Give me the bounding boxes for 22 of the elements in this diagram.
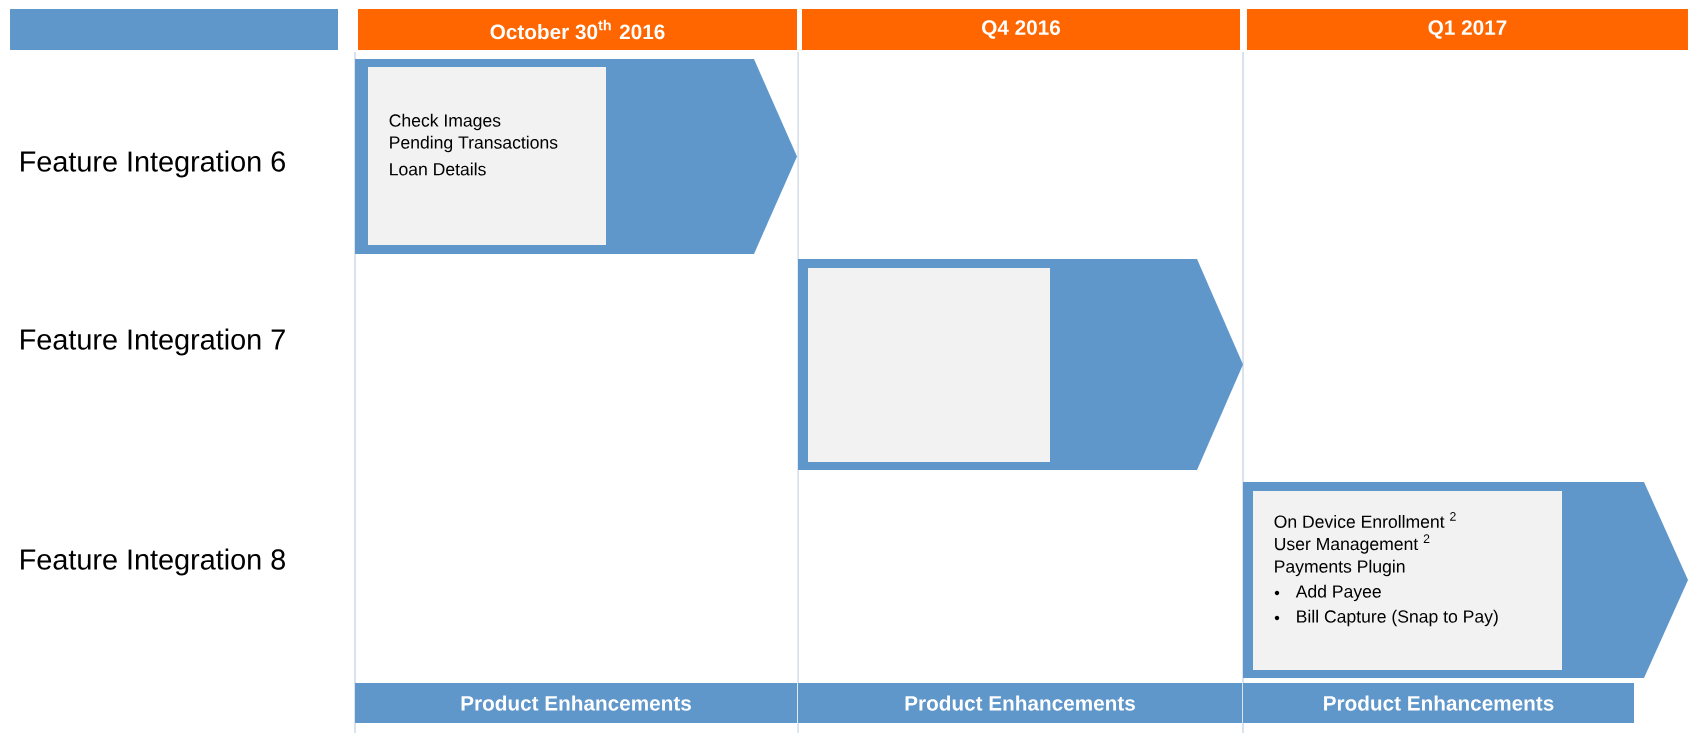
category-bar: Product Enhancements bbox=[1243, 683, 1634, 723]
list-item: Add Payee bbox=[1295, 584, 1381, 602]
list-item: User Management $^{2}$ bbox=[1275, 534, 1430, 554]
row-label: Feature Integration 7 bbox=[21, 328, 285, 356]
text-box bbox=[808, 268, 1050, 462]
blank-bar bbox=[10, 9, 338, 50]
category-bar: Product Enhancements bbox=[355, 683, 797, 723]
list-item: Payments Plugin bbox=[1275, 559, 1405, 577]
node-label: Product Enhancements bbox=[1324, 695, 1554, 711]
list-item: Pending Transactions bbox=[390, 135, 558, 153]
list-item: Loan Details bbox=[390, 162, 486, 176]
row-label: Feature Integration 8 bbox=[21, 548, 285, 576]
column-header: Q4 2016 bbox=[802, 9, 1240, 50]
node-label: Product Enhancements bbox=[905, 695, 1135, 711]
node-label: Product Enhancements bbox=[461, 695, 691, 711]
column-header: Q1 2017 bbox=[1247, 9, 1688, 50]
column-header: October 30$^{th}$ 2016 bbox=[358, 9, 797, 50]
list-item: Bill Capture (Snap to Pay) bbox=[1297, 609, 1498, 627]
list-item: Check Images bbox=[389, 113, 501, 131]
category-bar: Product Enhancements bbox=[798, 683, 1242, 723]
list-item: On Device Enrollment $^{2}$ bbox=[1274, 512, 1456, 528]
row-label: Feature Integration 6 bbox=[21, 150, 285, 178]
